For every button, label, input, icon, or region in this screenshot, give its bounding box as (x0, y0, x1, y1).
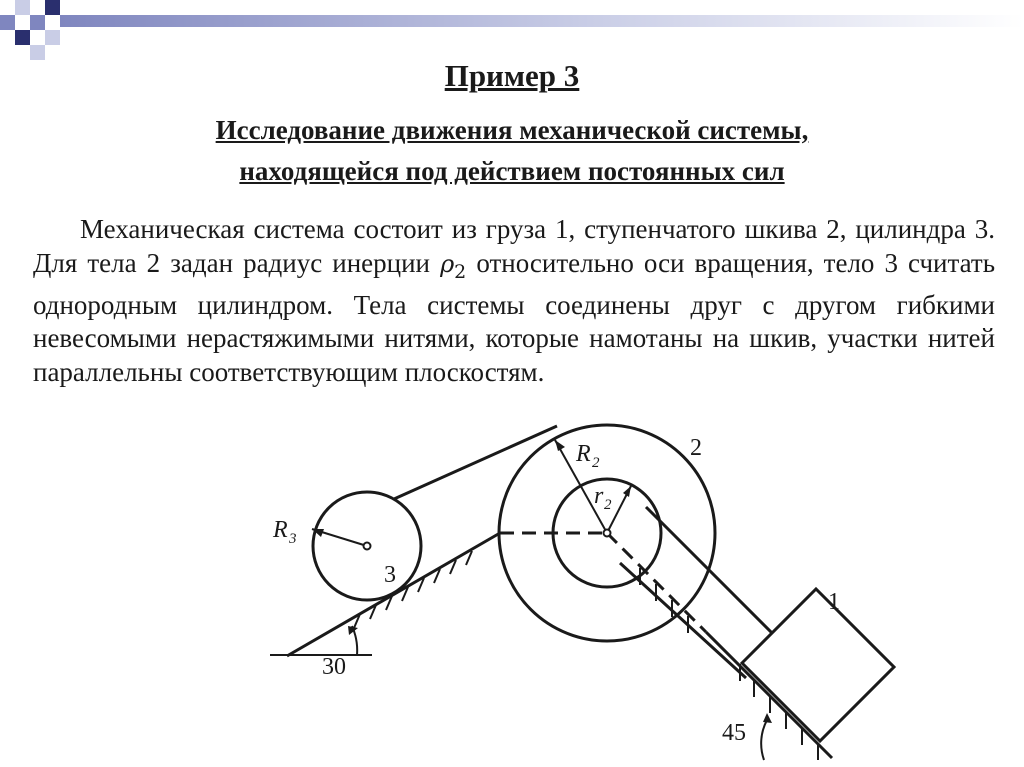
angle-30-arrowhead (348, 626, 358, 635)
label-R3-sub: 3 (288, 531, 297, 547)
corner-square (30, 45, 45, 60)
corner-square (30, 15, 45, 30)
label-R2: R (575, 441, 591, 467)
label-R2-sub: 2 (592, 455, 600, 471)
corner-square (45, 0, 60, 15)
cylinder-3-axle (362, 541, 372, 551)
thread-2-to-1-upper (644, 505, 791, 652)
label-r2: r (594, 483, 604, 509)
incline-45-surface (704, 630, 834, 760)
statement-part-2: относительно оси вращения, тело 3 считат… (33, 247, 996, 387)
rho-symbol: ρ2 (440, 249, 466, 283)
radius-R2-line (554, 439, 608, 534)
corner-square (15, 30, 30, 45)
pulley-2-outer (497, 423, 717, 643)
slide-subtitle: Исследование движения механической систе… (0, 110, 1024, 192)
subtitle-line-2: находящейся под действием постоянных сил (239, 156, 785, 186)
radius-R2-arrowhead (555, 440, 565, 451)
thread-3-to-2 (393, 424, 558, 501)
radius-r2-arrowhead (623, 486, 631, 497)
statement-part-1: Механическая система состоит из груза 1,… (33, 214, 995, 278)
angle-45-arrowhead (763, 713, 772, 723)
header-bar (60, 15, 1024, 27)
incline-30-hatching (353, 550, 473, 629)
thread-2-to-1-lower-visible (618, 561, 748, 680)
thread-2-to-1-lower (604, 533, 748, 677)
corner-square (0, 15, 15, 30)
label-r2-sub: 2 (604, 497, 612, 513)
corner-square (45, 30, 60, 45)
cylinder-3 (311, 490, 423, 602)
subtitle-line-1: Исследование движения механической систе… (215, 115, 809, 145)
slide-title: Пример 3 (444, 58, 580, 93)
label-body-2: 2 (690, 435, 702, 461)
label-angle-45: 45 (722, 720, 746, 746)
angle-45-arc (760, 719, 768, 761)
label-R3: R (272, 517, 288, 543)
support-dashed-diagonal (605, 531, 708, 634)
pulley-2-axle (602, 528, 612, 538)
body-1-block (739, 586, 897, 744)
problem-statement: Механическая система состоит из груза 1,… (33, 213, 995, 389)
rho-subscript: 2 (454, 260, 467, 283)
label-body-3: 3 (384, 562, 396, 588)
label-body-1: 1 (828, 589, 840, 615)
label-angle-30: 30 (322, 654, 346, 680)
rho-letter: ρ (440, 249, 455, 278)
corner-square (15, 0, 30, 15)
header-decoration (0, 0, 1024, 60)
radius-R3-arrowhead (312, 529, 324, 537)
